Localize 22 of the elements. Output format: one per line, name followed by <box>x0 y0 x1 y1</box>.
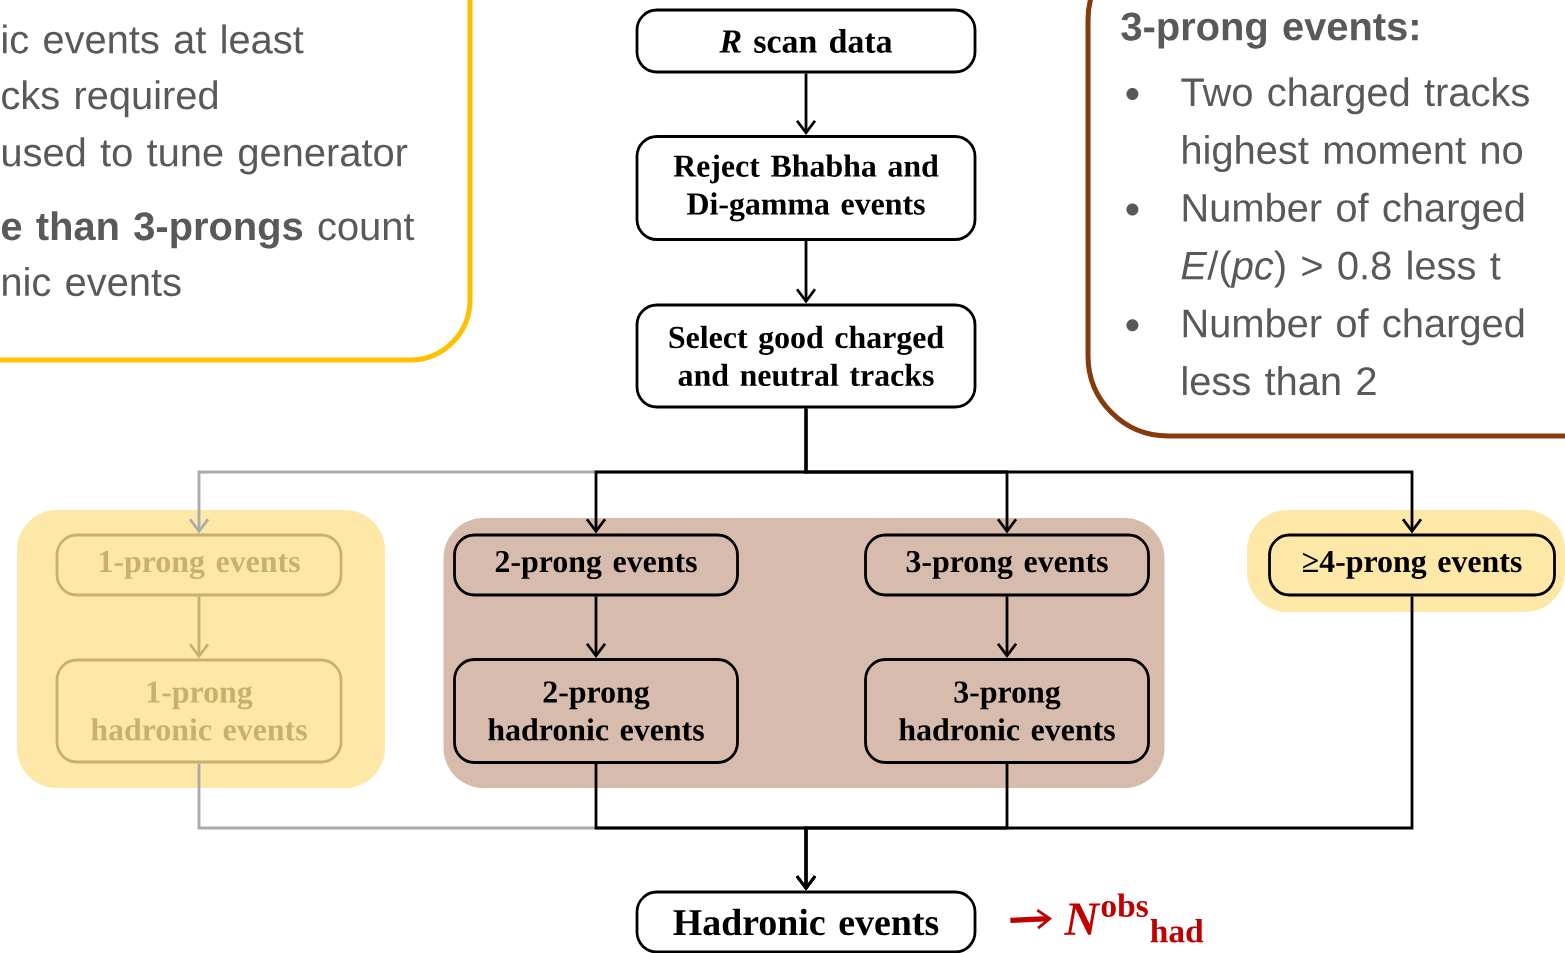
process-box: Reject Bhabha and Di-gamma events <box>635 135 977 241</box>
arrow <box>188 596 210 659</box>
process-box: 2-prong events <box>453 533 739 597</box>
formula-label: N$^{obs}$had <box>1063 893 1204 943</box>
process-box: 1-prong hadronic events <box>55 658 343 764</box>
callout-box: ic events at least cks required used to tune generator e than 3-prongs count nic events <box>0 0 473 363</box>
process-box: 3-prong hadronic events <box>864 658 1150 764</box>
process-box: ≥4-prong events <box>1268 533 1556 597</box>
arrow <box>804 408 1423 534</box>
arrow <box>795 73 817 136</box>
arrow <box>1010 909 1053 930</box>
process-box: R scan data <box>635 8 977 74</box>
process-box: Select good charged and neutral tracks <box>635 303 977 409</box>
arrow <box>795 596 1414 891</box>
arrow <box>585 596 607 659</box>
process-box: 1-prong events <box>55 533 343 597</box>
process-box: Hadronic events <box>635 890 977 953</box>
callout-box: 3-prong events: Two charged tracks highest moment no Number of charged E/(pc) > 0.8 less t Number of charged less than 2 <box>1085 0 1565 439</box>
arrow <box>795 240 817 304</box>
arrow <box>996 596 1018 659</box>
process-box: 3-prong events <box>864 533 1150 597</box>
process-box: 2-prong hadronic events <box>453 658 739 764</box>
